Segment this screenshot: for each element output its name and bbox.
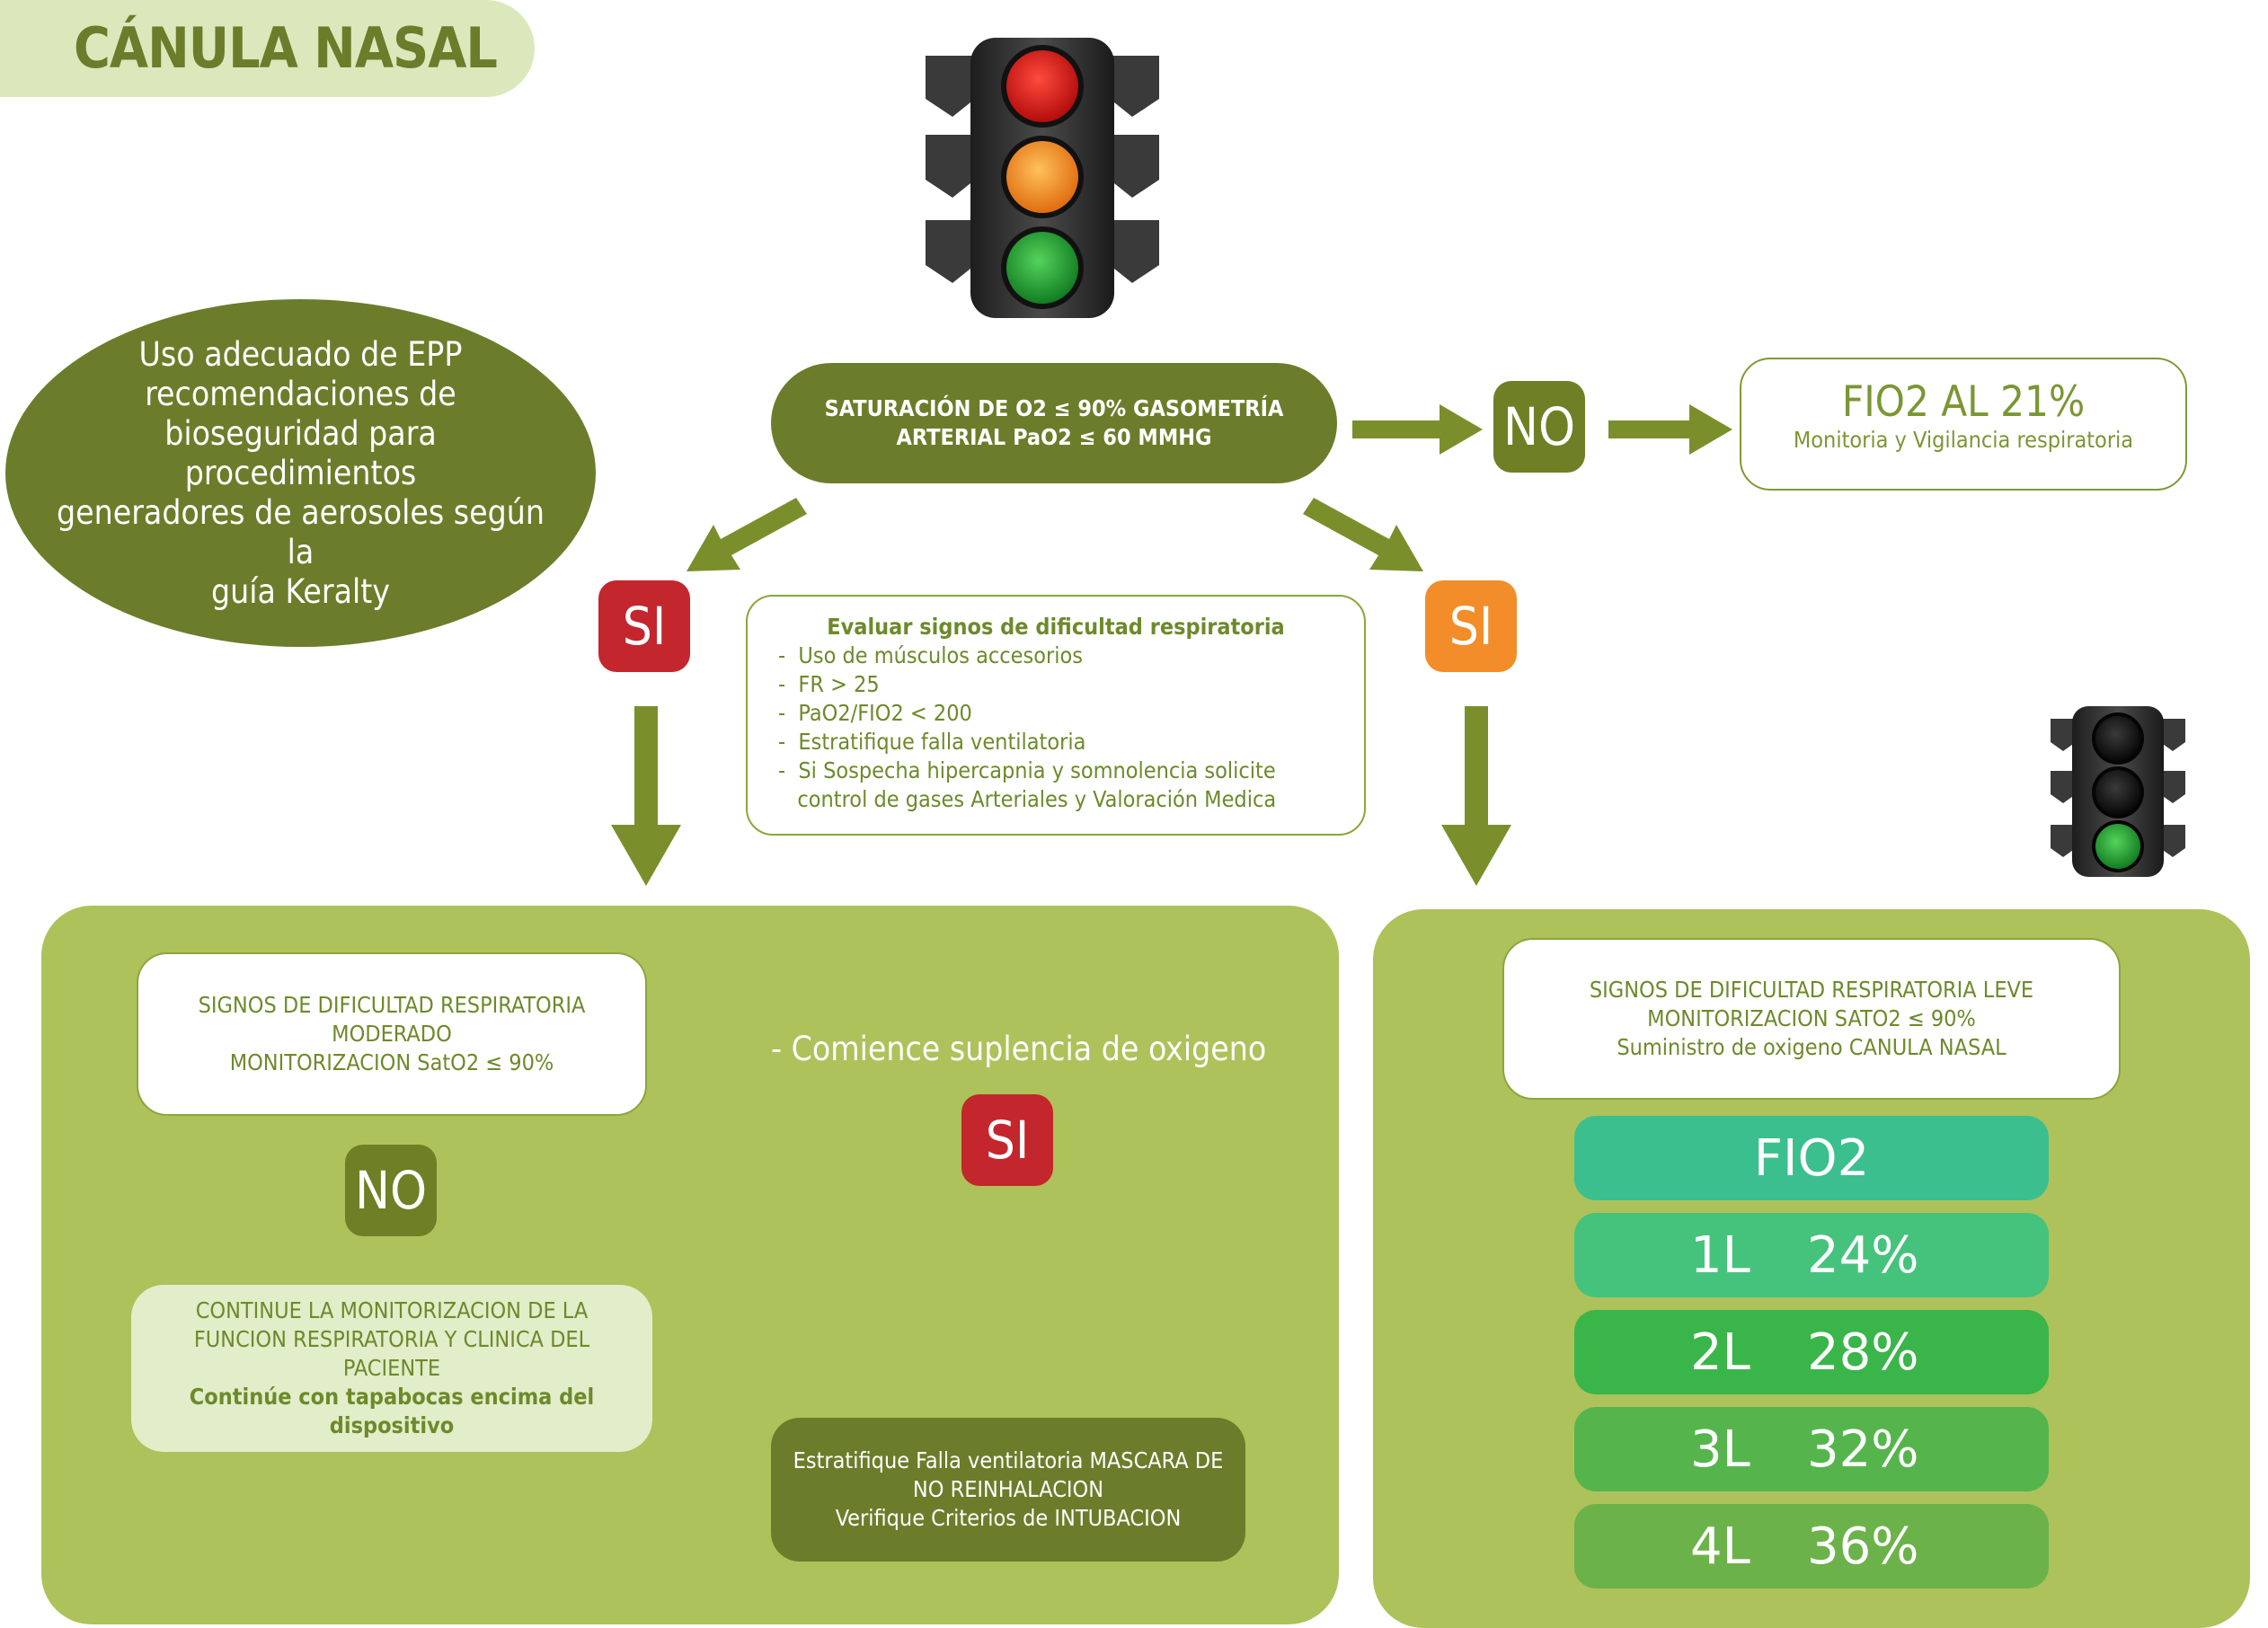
fio2-liters: 1L — [1690, 1225, 1750, 1285]
fio2-room-subtitle: Monitoria y Vigilancia respiratoria — [1793, 427, 2134, 453]
saturation-line-1: SATURACIÓN DE O2 ≤ 90% GASOMETRÍA — [824, 395, 1284, 421]
fio2-row: 2L 28% — [1574, 1310, 2049, 1394]
continue-line-2: FUNCION RESPIRATORIA Y CLINICA DEL — [193, 1326, 590, 1352]
evaluate-item: - Estratifique falla ventilatoria — [778, 729, 1086, 755]
si-badge-moderate: SI — [961, 1094, 1053, 1186]
mild-signs-box: SIGNOS DE DIFICULTAD RESPIRATORIA LEVE M… — [1502, 938, 2121, 1100]
saturation-criteria: SATURACIÓN DE O2 ≤ 90% GASOMETRÍA ARTERI… — [771, 363, 1337, 483]
start-oxygen-label: - Comience suplencia de oxigeno — [771, 1030, 1267, 1068]
continue-line-5: dispositivo — [329, 1412, 455, 1438]
fio2-header-label: FIO2 — [1753, 1128, 1870, 1188]
fio2-row: 4L 36% — [1574, 1504, 2049, 1588]
no-badge-top: NO — [1493, 381, 1585, 473]
si-badge-right: SI — [1425, 580, 1517, 672]
stratify-line-1: Estratifique Falla ventilatoria MASCARA … — [793, 1447, 1224, 1473]
fio2-percent: 32% — [1807, 1420, 1919, 1479]
stratify-line-2: NO REINHALACION — [912, 1476, 1104, 1502]
fio2-liters: 3L — [1690, 1420, 1750, 1479]
moderate-line-2: MODERADO — [332, 1021, 452, 1047]
page-title: CÁNULA NASAL — [74, 15, 498, 81]
moderate-line-3: MONITORIZACION SatO2 ≤ 90% — [229, 1049, 554, 1075]
mild-line-1: SIGNOS DE DIFICULTAD RESPIRATORIA LEVE — [1589, 977, 2034, 1003]
stratify-box: Estratifique Falla ventilatoria MASCARA … — [771, 1418, 1245, 1562]
continue-line-4: Continúe con tapabocas encima del — [189, 1384, 595, 1410]
no-badge-moderate: NO — [345, 1145, 437, 1236]
flow-arrows — [611, 404, 1732, 886]
continue-line-1: CONTINUE LA MONITORIZACION DE LA — [195, 1297, 589, 1323]
si-badge-left: SI — [598, 580, 690, 672]
saturation-line-2: ARTERIAL PaO2 ≤ 60 MMHG — [896, 424, 1212, 450]
title-pill — [0, 0, 535, 97]
fio2-row: 1L 24% — [1574, 1213, 2049, 1297]
evaluate-item: - PaO2/FIO2 < 200 — [778, 700, 972, 726]
mild-line-2: MONITORIZACION SATO2 ≤ 90% — [1647, 1005, 1976, 1031]
traffic-light-icon — [926, 38, 1159, 318]
evaluate-item: - Uso de músculos accesorios — [778, 642, 1083, 668]
evaluate-item: - FR > 25 — [778, 671, 880, 697]
traffic-light-green-icon — [2051, 706, 2185, 877]
fio2-row: 3L 32% — [1574, 1407, 2049, 1491]
fio2-liters: 2L — [1690, 1323, 1750, 1382]
evaluate-item: control de gases Arteriales y Valoración… — [778, 786, 1277, 812]
fio2-table-header: FIO2 — [1574, 1116, 2049, 1200]
fio2-percent: 24% — [1807, 1225, 1919, 1285]
evaluate-heading: Evaluar signos de dificultad respiratori… — [827, 614, 1285, 640]
fio2-room-air-box: FIO2 AL 21% Monitoria y Vigilancia respi… — [1740, 358, 2187, 491]
fio2-room-title: FIO2 AL 21% — [1841, 377, 2086, 427]
epp-note: Uso adecuado de EPP recomendaciones de b… — [5, 299, 596, 647]
continue-line-3: PACIENTE — [342, 1355, 441, 1381]
fio2-liters: 4L — [1690, 1517, 1750, 1576]
stratify-line-3: Verifique Criterios de INTUBACION — [835, 1505, 1182, 1531]
fio2-percent: 28% — [1807, 1323, 1919, 1382]
moderate-signs-box: SIGNOS DE DIFICULTAD RESPIRATORIA MODERA… — [137, 952, 647, 1116]
fio2-percent: 36% — [1807, 1517, 1919, 1576]
evaluate-signs-box: Evaluar signos de dificultad respiratori… — [746, 595, 1366, 836]
moderate-line-1: SIGNOS DE DIFICULTAD RESPIRATORIA — [198, 992, 586, 1018]
mild-line-3: Suministro de oxigeno CANULA NASAL — [1617, 1034, 2007, 1060]
continue-monitoring-box: CONTINUE LA MONITORIZACION DE LA FUNCION… — [131, 1285, 652, 1452]
evaluate-item: - Si Sospecha hipercapnia y somnolencia … — [778, 757, 1276, 783]
